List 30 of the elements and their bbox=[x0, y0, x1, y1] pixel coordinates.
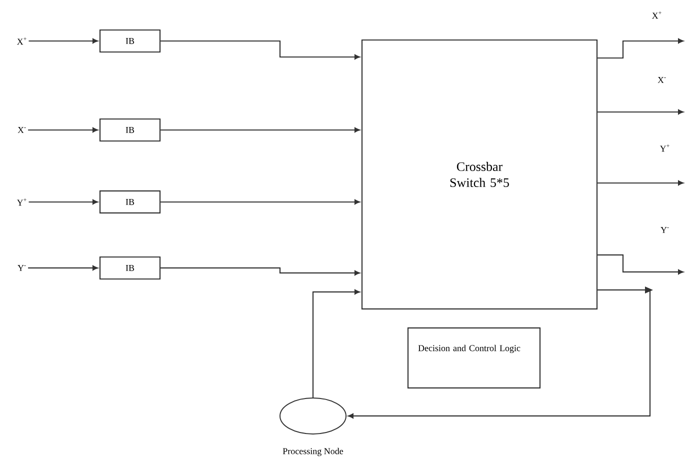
input-label: Y$^{+}$ bbox=[16, 198, 26, 206]
arrow bbox=[28, 127, 98, 133]
arrow bbox=[598, 38, 684, 59]
input-buffer-box: IB bbox=[99, 29, 161, 53]
input-buffer-box: IB bbox=[99, 190, 161, 214]
arrow bbox=[28, 265, 98, 270]
arrow bbox=[348, 286, 653, 418]
arrow bbox=[160, 267, 360, 276]
input-label: X$^{+}$ bbox=[17, 37, 26, 45]
arrow bbox=[160, 40, 360, 60]
output-label: X$^{-}$ bbox=[656, 76, 668, 84]
processing-node-ellipse bbox=[280, 397, 346, 434]
output-label: X$^{+}$ bbox=[650, 10, 664, 20]
arrow bbox=[28, 38, 98, 44]
input-label: X$^{-}$ bbox=[18, 127, 26, 133]
arrow bbox=[598, 180, 684, 186]
input-buffer-box: IB bbox=[99, 118, 161, 142]
input-buffer-box: IB bbox=[99, 256, 161, 280]
node-caption: Processing Node bbox=[282, 448, 344, 456]
arrow bbox=[160, 127, 360, 133]
arrow bbox=[598, 109, 684, 114]
output-label: Y$^{+}$ bbox=[658, 143, 672, 153]
input-label: Y$^{-}$ bbox=[18, 265, 26, 271]
output-label: Y$^{-}$ bbox=[660, 226, 670, 234]
arrow bbox=[312, 289, 360, 398]
control-logic-box: Decision and Control Logic bbox=[407, 327, 541, 389]
arrow bbox=[598, 254, 684, 274]
arrow bbox=[28, 199, 98, 205]
crossbar-switch-box: Crossbar Switch 5*5 bbox=[361, 39, 598, 310]
arrow bbox=[160, 199, 360, 205]
